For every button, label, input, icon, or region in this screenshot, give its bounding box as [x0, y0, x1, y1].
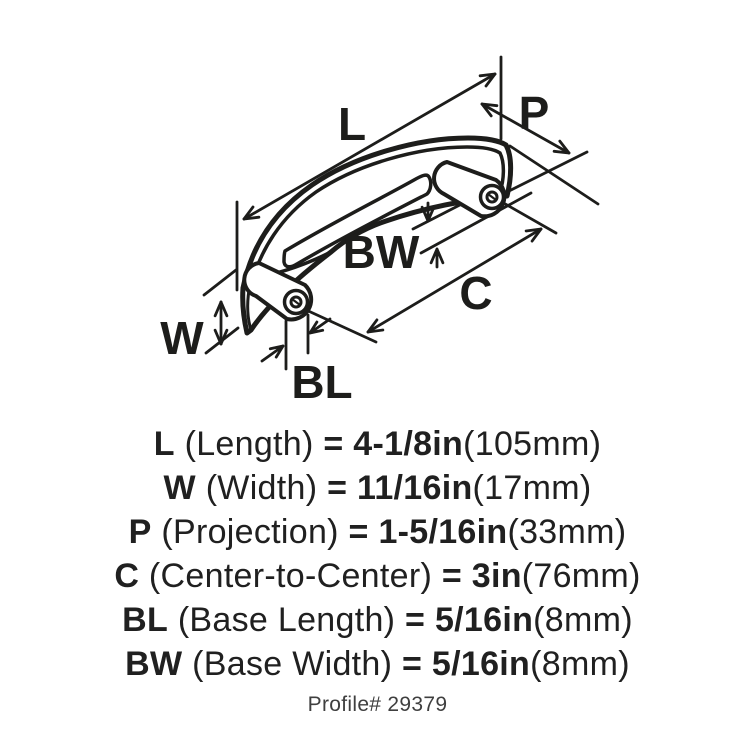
l-arrowhead-right	[478, 72, 497, 88]
spec-abbr: P	[128, 513, 152, 551]
spec-line-width: W (Width) = 11/16in(17mm)	[0, 466, 755, 510]
handle-grip-slot	[282, 173, 433, 269]
dimension-center-to-center: C	[302, 199, 558, 344]
spec-term: (Width)	[205, 469, 318, 507]
right-screw-outer	[478, 183, 506, 211]
spec-metric: (33mm)	[507, 513, 627, 551]
spec-term: (Center-to-Center)	[148, 557, 433, 595]
p-arrowhead-upper	[480, 102, 499, 118]
spec-equals: =	[348, 513, 369, 551]
dimension-base-length: BL	[260, 313, 353, 408]
dimension-width: W	[160, 268, 240, 364]
right-mounting-post	[432, 160, 507, 219]
spec-metric: (76mm)	[521, 557, 641, 595]
profile-number: Profile# 29379	[307, 693, 448, 716]
bl-arrow-down-left	[308, 317, 332, 335]
spec-metric: (8mm)	[533, 601, 633, 639]
bw-extension-line-lower	[419, 191, 533, 255]
spec-imperial: 1-5/16in	[378, 513, 508, 551]
spec-equals: =	[323, 425, 344, 463]
spec-abbr: C	[114, 557, 140, 595]
dim-label-width: W	[160, 312, 204, 364]
c-dimension-line	[366, 227, 543, 334]
p-arrowhead-lower	[552, 139, 571, 155]
l-arrowhead-left	[242, 205, 261, 221]
dim-label-base-width: BW	[343, 226, 420, 278]
left-screw-slot	[290, 297, 302, 307]
spec-metric: (17mm)	[472, 469, 592, 507]
spec-imperial: 4-1/8in	[353, 425, 464, 463]
spec-line-center-to-center: C (Center-to-Center) = 3in(76mm)	[0, 554, 755, 598]
spec-equals: =	[441, 557, 462, 595]
dim-label-length: L	[338, 98, 366, 150]
dimension-base-width: BW	[343, 188, 533, 278]
c-extension-line-left	[302, 307, 378, 344]
handle-dimension-diagram: L P C BW	[160, 55, 600, 408]
spec-abbr: BW	[125, 645, 183, 683]
spec-metric: (8mm)	[530, 645, 630, 683]
c-arrowhead-left	[366, 318, 385, 334]
spec-imperial: 11/16in	[357, 469, 473, 507]
spec-table: L (Length) = 4-1/8in(105mm) W (Width) = …	[0, 422, 755, 717]
spec-term: (Projection)	[161, 513, 339, 551]
left-screw-outer	[282, 288, 310, 316]
bw-arrow-up	[429, 247, 445, 269]
dimension-projection: P	[480, 87, 600, 206]
spec-metric: (105mm)	[463, 425, 602, 463]
dim-label-center-to-center: C	[459, 267, 492, 319]
spec-abbr: W	[163, 469, 196, 507]
bw-arrow-down	[420, 201, 436, 223]
spec-equals: =	[405, 601, 426, 639]
handle-inner-top-edge	[248, 145, 506, 292]
c-arrowhead-right	[524, 227, 543, 243]
dim-label-projection: P	[519, 87, 550, 139]
p-extension-line-front	[508, 144, 600, 206]
spec-abbr: L	[153, 425, 175, 463]
spec-term: (Base Width)	[192, 645, 393, 683]
spec-abbr: BL	[122, 601, 169, 639]
spec-line-base-length: BL (Base Length) = 5/16in(8mm)	[0, 598, 755, 642]
spec-line-length: L (Length) = 4-1/8in(105mm)	[0, 422, 755, 466]
dim-label-base-length: BL	[291, 356, 352, 408]
dimension-length: L	[235, 55, 503, 292]
spec-equals: =	[402, 645, 423, 683]
spec-imperial: 5/16in	[434, 601, 534, 639]
right-screw-slot	[486, 192, 498, 202]
p-dimension-line	[480, 102, 571, 155]
spec-term: (Base Length)	[177, 601, 396, 639]
spec-imperial: 3in	[471, 557, 522, 595]
spec-line-base-width: BW (Base Width) = 5/16in(8mm)	[0, 642, 755, 686]
left-mounting-post	[242, 261, 314, 322]
spec-equals: =	[327, 469, 348, 507]
w-tick-upper	[202, 268, 238, 297]
spec-term: (Length)	[184, 425, 314, 463]
bl-arrow-up-right	[260, 344, 285, 363]
right-screw-inner	[485, 190, 499, 204]
w-arrowhead-bottom	[213, 328, 229, 346]
spec-line-projection: P (Projection) = 1-5/16in(33mm)	[0, 510, 755, 554]
l-dimension-line	[242, 72, 497, 221]
left-screw-inner	[289, 295, 303, 309]
w-arrowhead-top	[213, 300, 229, 318]
spec-imperial: 5/16in	[431, 645, 531, 683]
